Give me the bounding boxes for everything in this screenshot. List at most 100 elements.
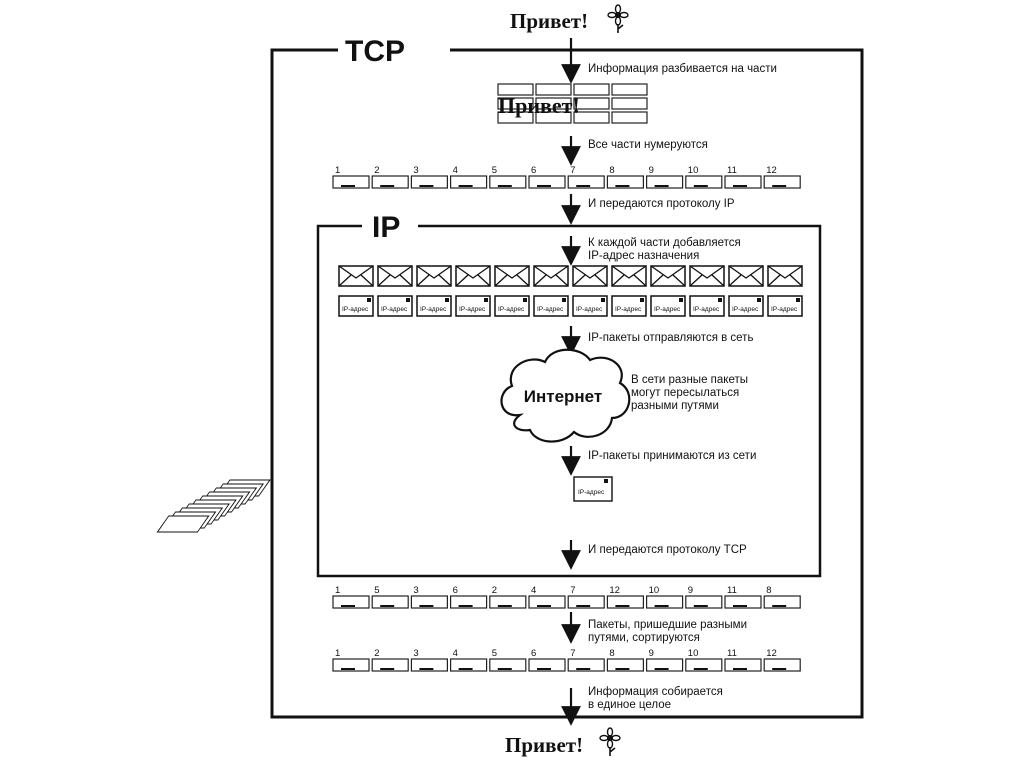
cloud-note-line3: разными путями (631, 400, 719, 412)
piece-number: 4 (453, 648, 458, 659)
piece-cell: 5 (372, 585, 408, 608)
piece-cell: 12 (764, 648, 800, 671)
envelope-icon (690, 266, 724, 286)
envelope-icon (573, 266, 607, 286)
top-packet: IP-адрес (574, 477, 612, 501)
step-assemble-line1: Информация собирается (588, 686, 723, 698)
step-number-label: Все части нумеруются (588, 139, 708, 151)
ip-packet: IP-адрес (417, 296, 451, 316)
piece-cell: 5 (490, 648, 526, 671)
piece-number: 3 (413, 585, 418, 596)
piece-number: 3 (413, 648, 418, 659)
piece-number: 4 (531, 585, 536, 596)
envelopes-row (339, 266, 802, 286)
piece-number: 3 (413, 165, 418, 176)
piece-cell: 2 (372, 648, 408, 671)
split-piece (612, 112, 647, 123)
piece-cell: 3 (411, 585, 447, 608)
ip-packet: IP-адрес (729, 296, 763, 316)
ip-address-tag: IP-адрес (381, 306, 408, 313)
tcp-label: TCP (345, 35, 405, 68)
ip-address-tag: IP-адрес (459, 306, 486, 313)
ip-address-tag: IP-адрес (654, 306, 681, 313)
piece-number: 9 (649, 648, 654, 659)
piece-cell: 10 (647, 585, 683, 608)
ip-packet: IP-адрес (339, 296, 373, 316)
step-sort-line2: путями, сортируются (588, 632, 700, 644)
piece-cell: 12 (607, 585, 643, 608)
step-add-address-line2: IP-адрес назначения (588, 250, 699, 262)
piece-cell: 3 (411, 165, 447, 188)
envelope-icon (378, 266, 412, 286)
envelope-icon (612, 266, 646, 286)
step-to-tcp-label: И передаются протоколу TCP (588, 544, 747, 556)
internet-cloud: Интернет (502, 350, 630, 442)
ip-address-tag: IP-адрес (771, 306, 798, 313)
ip-address-tag: IP-адрес (576, 306, 603, 313)
piece-number: 11 (727, 648, 737, 659)
envelope-icon (534, 266, 568, 286)
piece-number: 1 (335, 165, 340, 176)
ip-address-tag: IP-адрес (537, 306, 564, 313)
piece-number: 2 (374, 165, 379, 176)
piece-number: 12 (609, 585, 620, 596)
piece-number: 6 (531, 165, 536, 176)
envelope-icon (651, 266, 685, 286)
ip-packet: IP-адрес (456, 296, 490, 316)
title-hello-top: Привет! (510, 9, 588, 33)
piece-cell: 1 (333, 648, 369, 671)
ip-address-tag: IP-адрес (498, 306, 525, 313)
cloud-note-line1: В сети разные пакеты (631, 374, 748, 386)
piece-number: 8 (609, 165, 614, 176)
piece-cell: 4 (451, 648, 487, 671)
piece-number: 11 (727, 165, 737, 176)
ip-label: IP (372, 211, 400, 244)
piece-number: 2 (492, 585, 497, 596)
piece-cell: 2 (372, 165, 408, 188)
envelope-icon (768, 266, 802, 286)
split-hello-text: Привет! (498, 93, 580, 118)
ip-packet: IP-адрес (651, 296, 685, 316)
piece-cell: 1 (333, 585, 369, 608)
piece-cell: 11 (725, 585, 761, 608)
piece-number: 7 (570, 648, 575, 659)
ip-packet: IP-адрес (495, 296, 529, 316)
piece-cell: 4 (529, 585, 565, 608)
piece-cell: 9 (686, 585, 722, 608)
received-packets-stack: IP-адрес (157, 477, 612, 532)
envelope-icon (456, 266, 490, 286)
piece-number: 12 (766, 648, 777, 659)
ip-address-tag: IP-адрес (732, 306, 759, 313)
ip-packet: IP-адрес (612, 296, 646, 316)
envelope-icon (729, 266, 763, 286)
split-piece (612, 84, 647, 95)
piece-cell: 7 (568, 648, 604, 671)
piece-cell: 9 (647, 165, 683, 188)
piece-number: 5 (374, 585, 379, 596)
piece-cell: 5 (490, 165, 526, 188)
piece-number: 4 (453, 165, 458, 176)
step-send-label: IP-пакеты отправляются в сеть (588, 332, 753, 344)
piece-cell: 8 (607, 165, 643, 188)
piece-number: 10 (688, 648, 699, 659)
ip-packet: IP-адрес (378, 296, 412, 316)
piece-cell: 6 (529, 648, 565, 671)
step-add-address-line1: К каждой части добавляется (588, 237, 741, 249)
piece-number: 9 (649, 165, 654, 176)
ip-packet: IP-адрес (768, 296, 802, 316)
step-sort-line1: Пакеты, пришедшие разными (588, 619, 747, 631)
piece-cell: 2 (490, 585, 526, 608)
ip-address-tag: IP-адрес (615, 306, 642, 313)
piece-number: 12 (766, 165, 777, 176)
piece-cell: 3 (411, 648, 447, 671)
piece-number: 10 (649, 585, 660, 596)
flower-icon (600, 728, 620, 756)
ip-packet: IP-адрес (534, 296, 568, 316)
piece-number: 11 (727, 585, 737, 596)
envelope-icon (417, 266, 451, 286)
